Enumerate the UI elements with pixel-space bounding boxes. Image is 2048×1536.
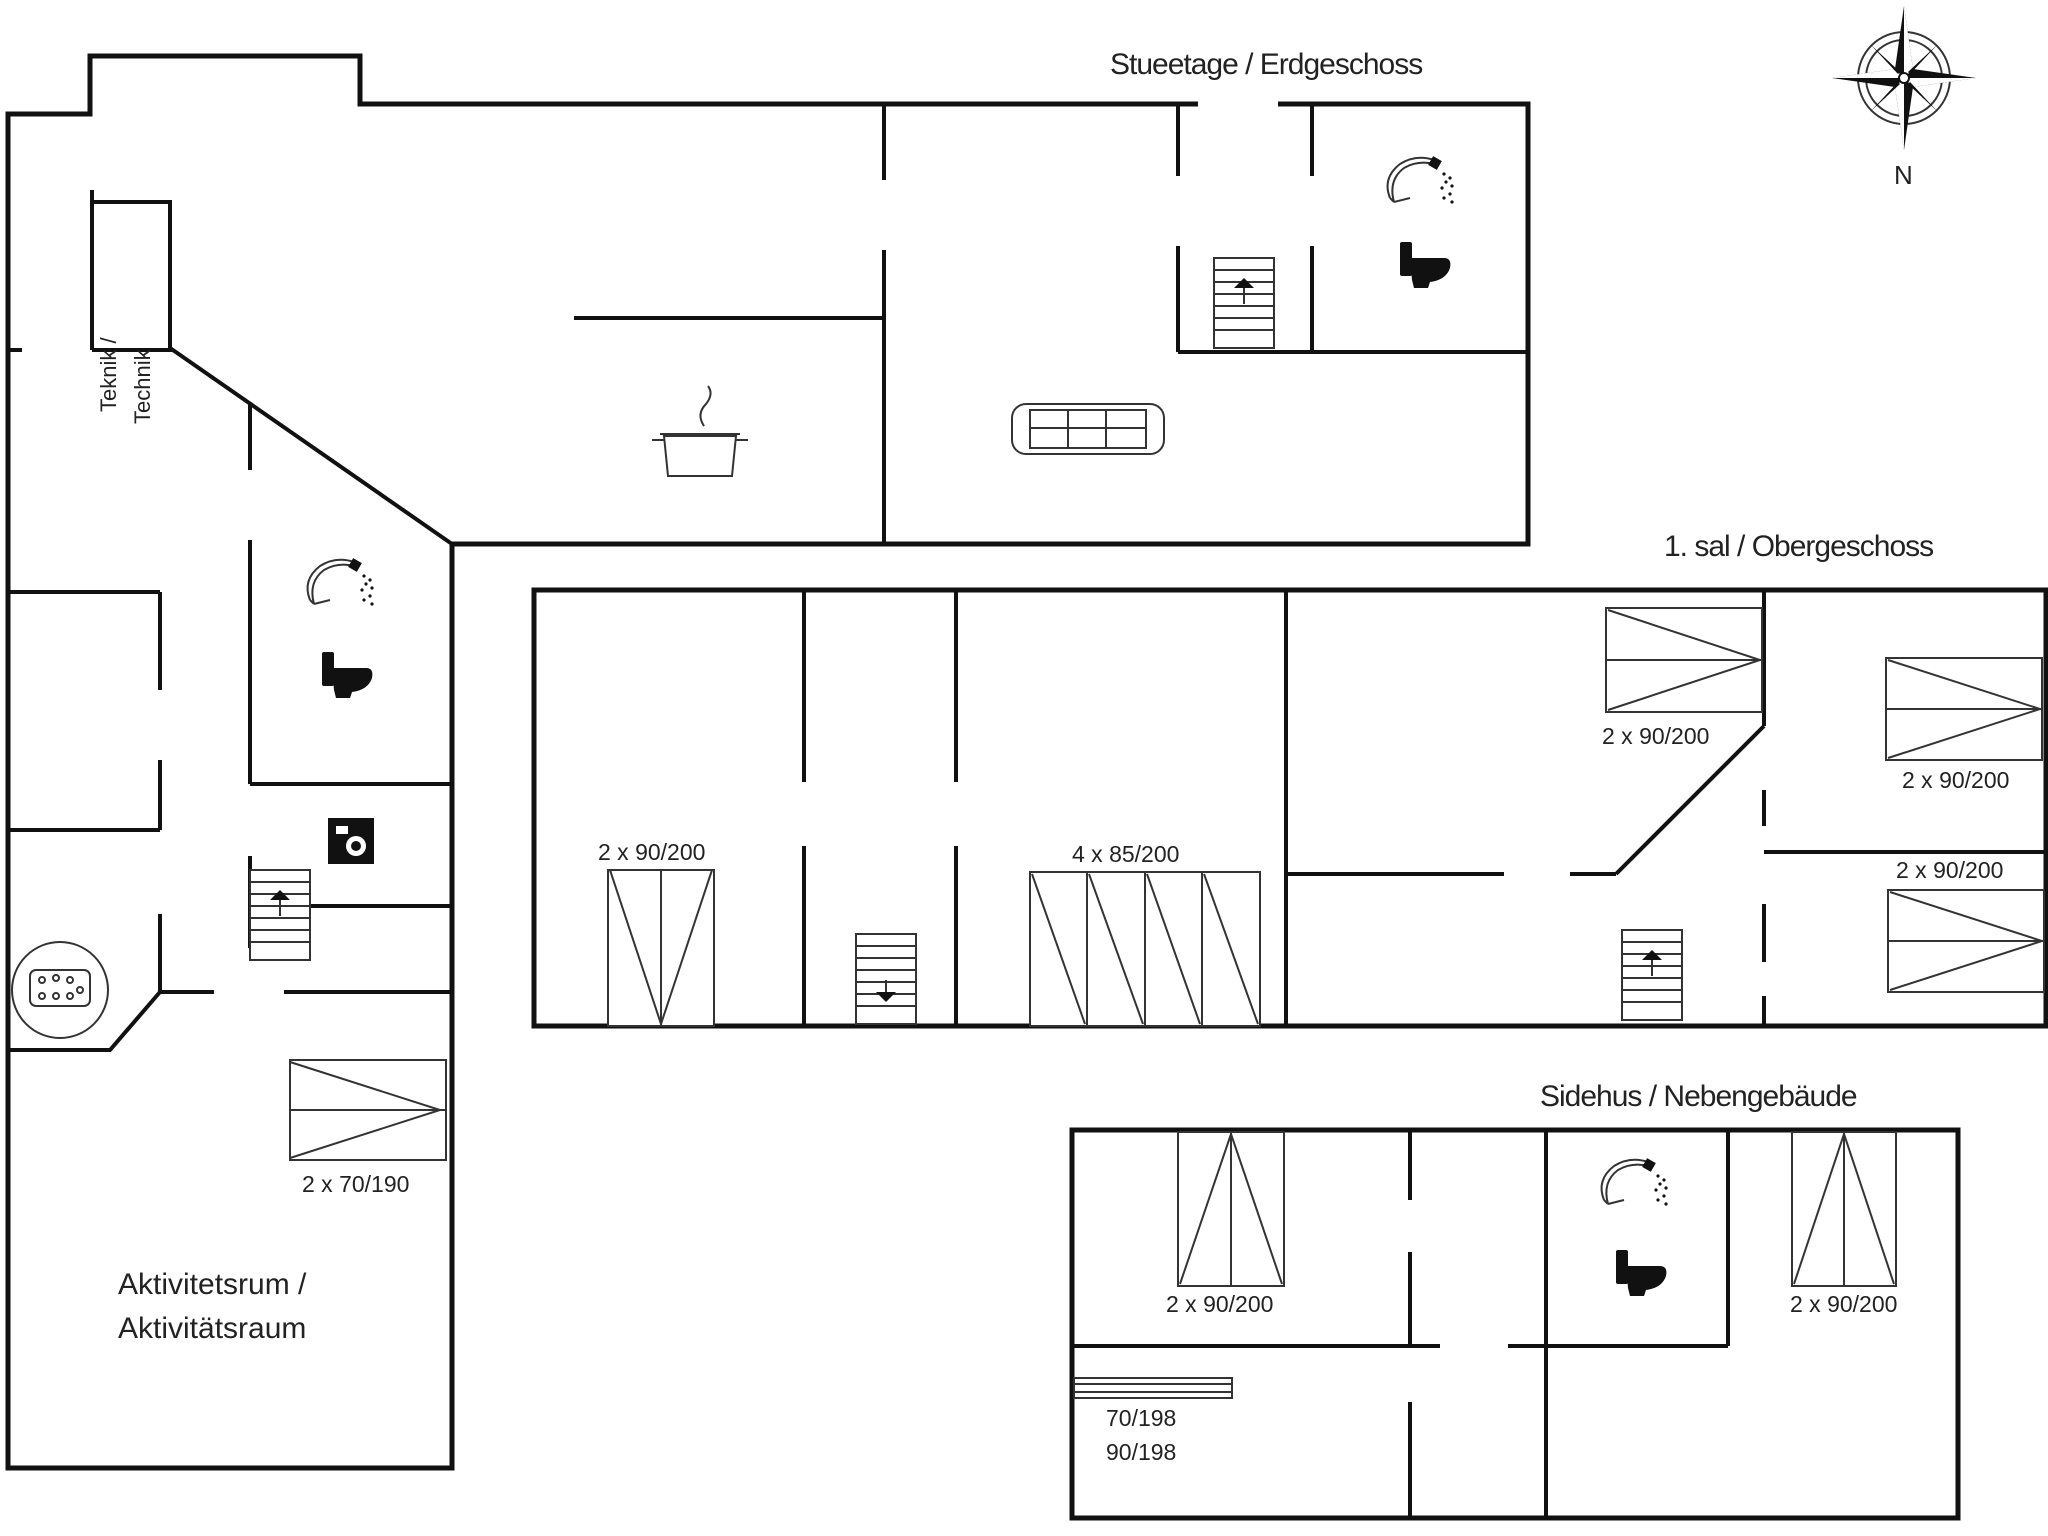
stairs-icon xyxy=(855,933,917,1025)
bed-icon xyxy=(1073,1377,1233,1399)
ground-floor-plan xyxy=(5,53,1531,1471)
stairs-icon xyxy=(1213,257,1275,349)
technik-label-line2: Technik xyxy=(130,348,155,424)
activity-room-label-line1: Aktivitetsrum / xyxy=(118,1268,307,1301)
bed-icon xyxy=(1177,1130,1285,1287)
bed-label-first-right-lower: 2 x 90/200 xyxy=(1896,857,2003,883)
shower-icon xyxy=(306,557,375,607)
bed-label-side-left: 2 x 90/200 xyxy=(1166,1291,1273,1317)
stairs-icon xyxy=(1621,929,1683,1021)
bed-icon xyxy=(1029,871,1261,1027)
bed-label-side-bunk-top: 70/198 xyxy=(1106,1405,1176,1431)
compass-rose-icon xyxy=(1832,6,1976,150)
bed-label-side-right: 2 x 90/200 xyxy=(1790,1291,1897,1317)
washing-machine-icon xyxy=(328,818,374,864)
bed-icon xyxy=(607,869,715,1028)
first-floor-plan xyxy=(531,587,2048,1029)
side-house-plan xyxy=(1069,1127,1961,1521)
bed-icon xyxy=(1605,607,1764,713)
side-house-title: Sidehus / Nebengebäude xyxy=(1540,1080,1857,1113)
toilet-icon xyxy=(1616,1250,1667,1296)
bed-icon xyxy=(289,1059,447,1161)
first-floor-title: 1. sal / Obergeschoss xyxy=(1664,530,1933,563)
compass-north-label: N xyxy=(1894,160,1913,190)
bed-icon xyxy=(1791,1130,1897,1287)
bed-label-first-right-corner: 2 x 90/200 xyxy=(1902,767,2009,793)
toilet-icon xyxy=(322,652,373,698)
bed-icon xyxy=(1887,889,2046,993)
stairs-icon xyxy=(249,869,311,961)
shower-icon xyxy=(1386,155,1455,205)
bed-label-ground-activity: 2 x 70/190 xyxy=(302,1171,409,1197)
bed-icon xyxy=(1885,657,2044,761)
bed-label-first-right-top: 2 x 90/200 xyxy=(1602,723,1709,749)
activity-room-label-line2: Aktivitätsraum xyxy=(118,1312,306,1345)
bed-label-first-left: 2 x 90/200 xyxy=(598,839,705,865)
cooking-pot-icon xyxy=(652,385,748,477)
bed-label-side-bunk-bottom: 90/198 xyxy=(1106,1439,1176,1465)
hot-tub-icon xyxy=(11,941,109,1039)
toilet-icon xyxy=(1400,242,1451,288)
technik-label-line1: Teknik / xyxy=(96,337,121,412)
shower-icon xyxy=(1600,1157,1669,1207)
bed-label-first-bunks: 4 x 85/200 xyxy=(1072,841,1179,867)
sofa-icon xyxy=(1011,403,1165,455)
ground-floor-title: Stueetage / Erdgeschoss xyxy=(1110,48,1422,81)
